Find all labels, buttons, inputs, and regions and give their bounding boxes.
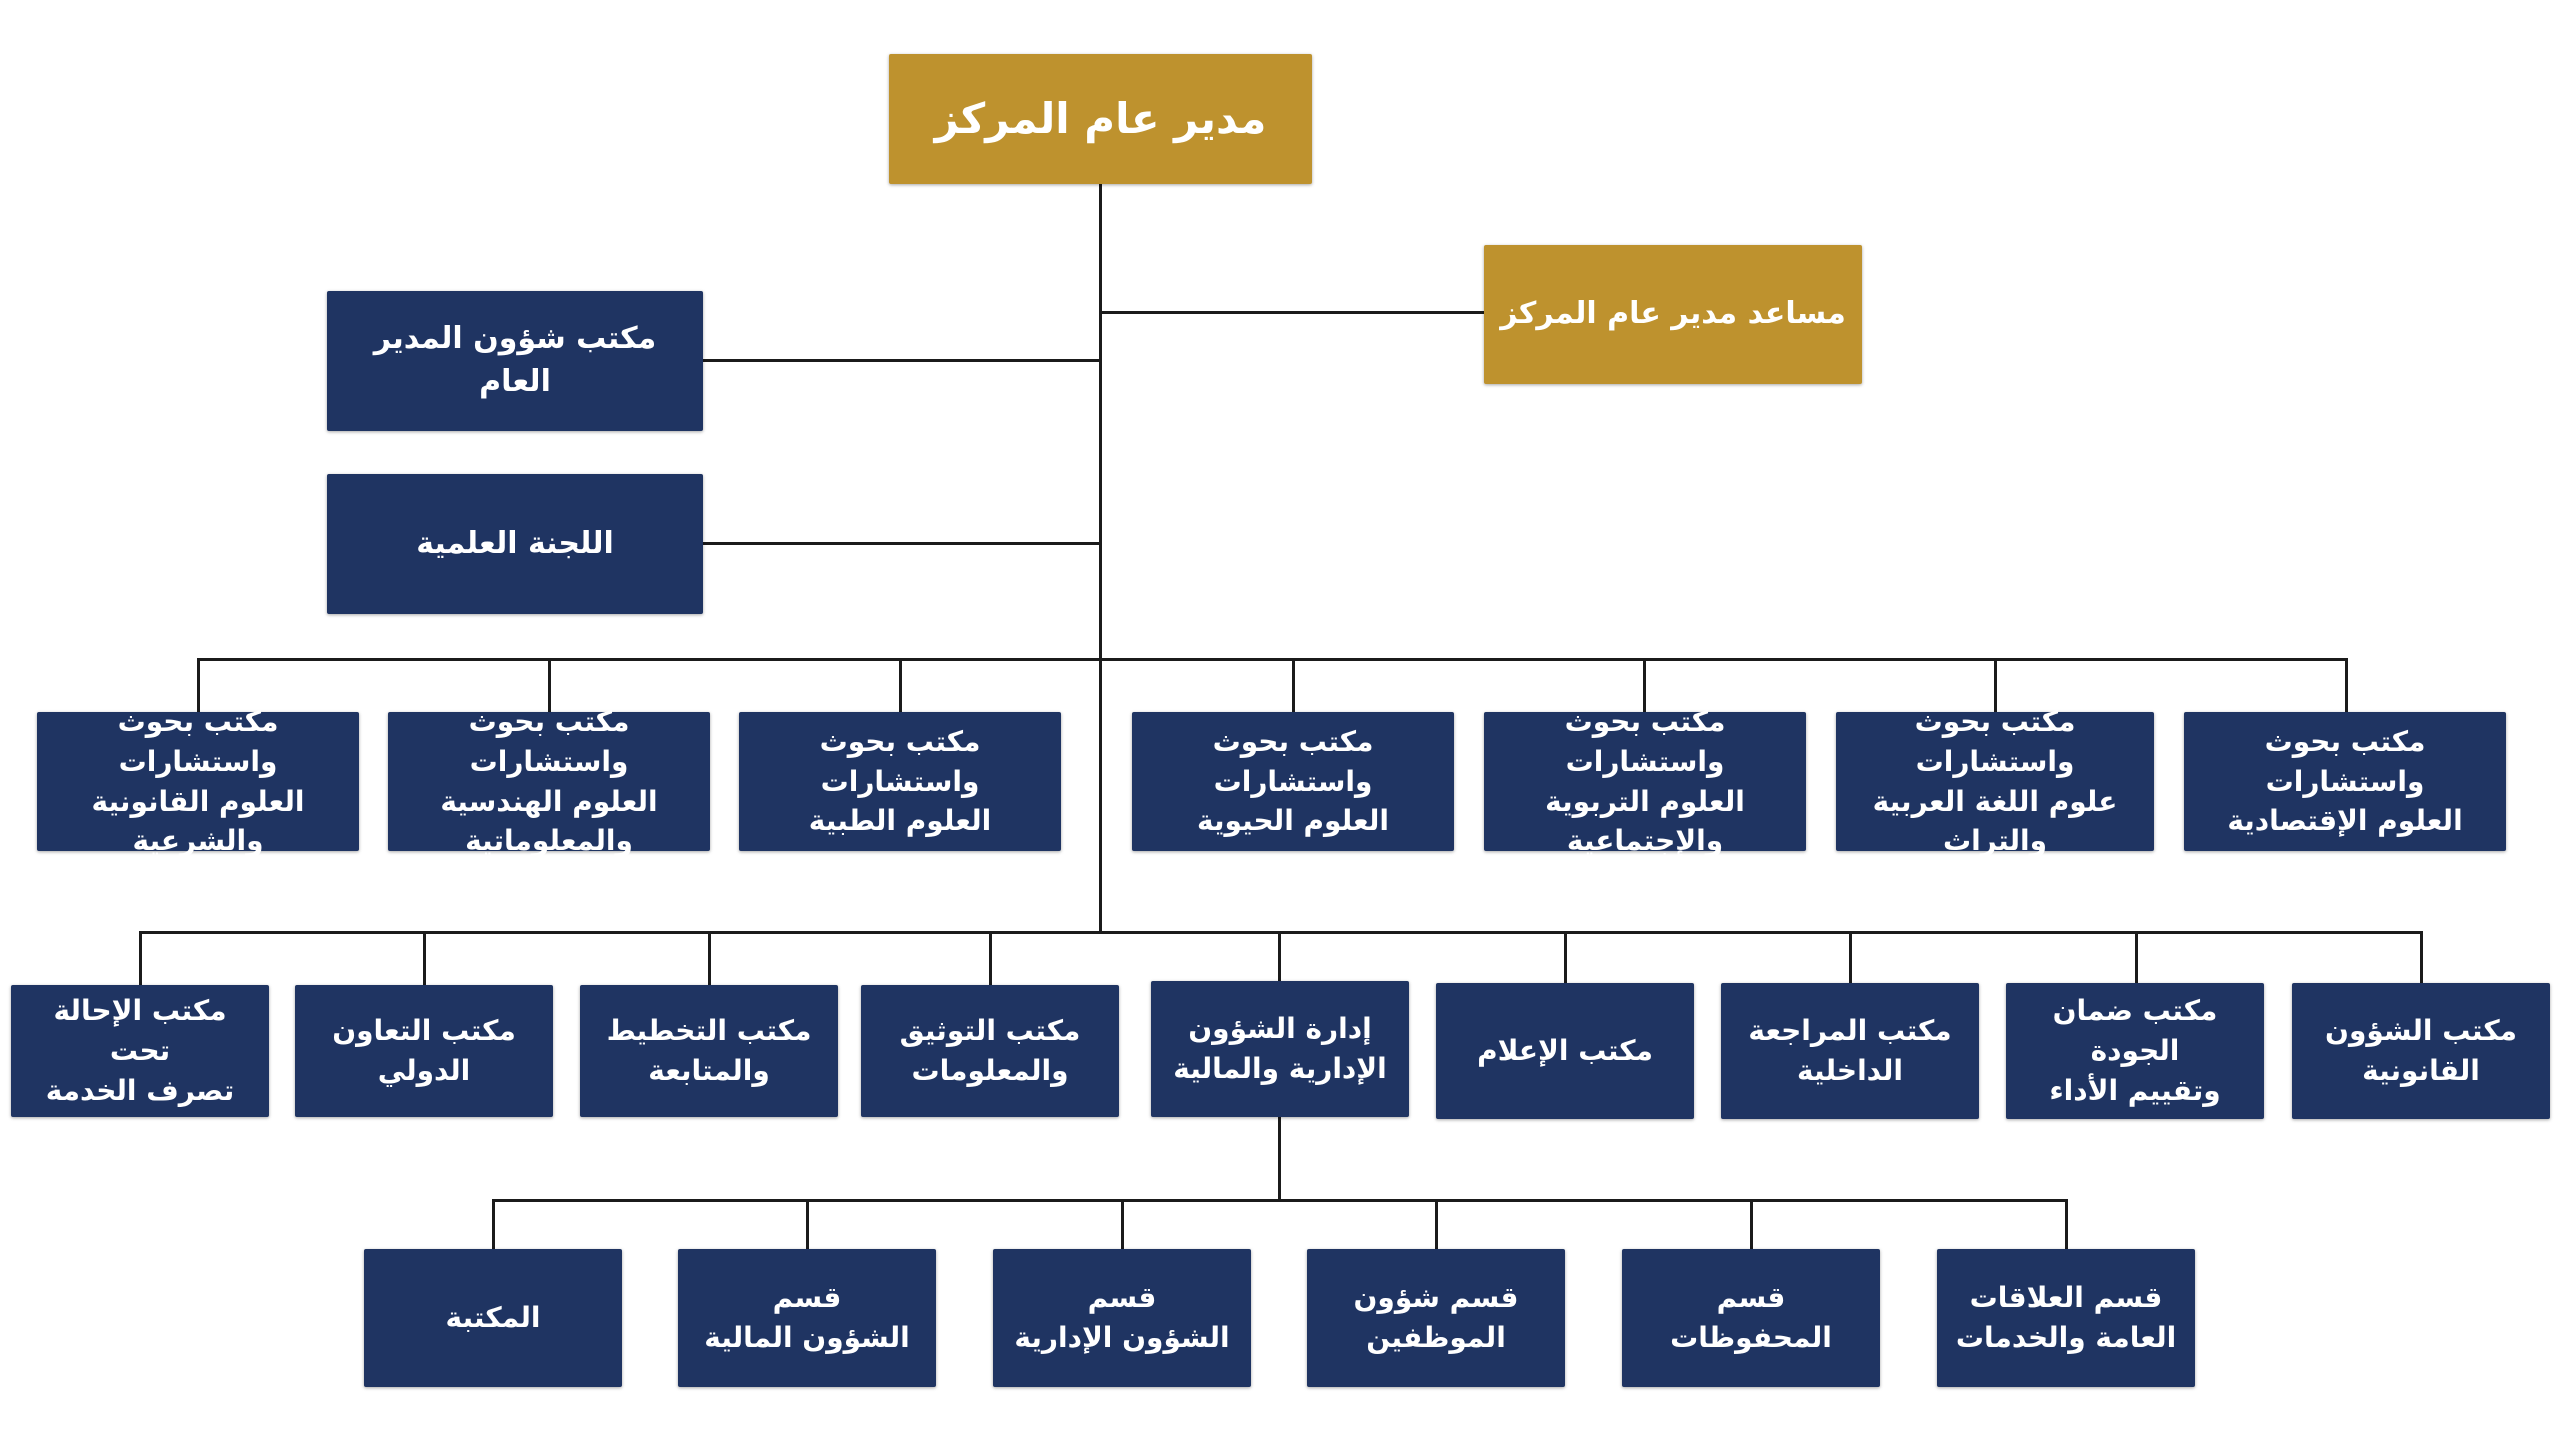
connector-main-trunk [1099, 184, 1102, 932]
assistant-director-label: مساعد مدير عام المركز [1500, 296, 1846, 332]
office-label: مكتب التعاون الدولي [332, 1014, 516, 1087]
research-office-law-sharia: مكتب بحوث واستشارات العلوم القانونية وال… [37, 705, 359, 857]
connector-research-drop [197, 658, 200, 712]
connector-section-drop [1121, 1199, 1124, 1249]
connector-research-drop [1292, 658, 1295, 712]
office-label: مكتب التوثيق والمعلومات [899, 1014, 1081, 1087]
office-documentation: مكتب التوثيق والمعلومات [861, 985, 1119, 1117]
office-label: مكتب الإحالة تحت تصرف الخدمة [45, 994, 235, 1107]
research-office-label: مكتب بحوث واستشارات العلوم القانونية وال… [91, 705, 305, 858]
connector-section-drop [806, 1199, 809, 1249]
section-public-relations: قسم العلاقات العامة والخدمات [1937, 1249, 2195, 1387]
office-label: إدارة الشؤون الإدارية والمالية [1173, 1012, 1387, 1085]
office-label: مكتب التخطيط والمتابعة [606, 1014, 812, 1087]
office-quality-assurance: مكتب ضمان الجودة وتقييم الأداء [2006, 983, 2264, 1119]
connector-committee [703, 542, 1101, 545]
research-office-medical: مكتب بحوث واستشارات العلوم الطبية [739, 712, 1061, 851]
connector-admin-drop [989, 931, 992, 985]
office-label: مكتب ضمان الجودة وتقييم الأداء [2049, 994, 2221, 1107]
connector-admin-bar [139, 931, 2423, 934]
connector-gm-office [703, 359, 1101, 362]
director-general-box: مدير عام المركز [889, 54, 1312, 184]
office-referral: مكتب الإحالة تحت تصرف الخدمة [11, 985, 269, 1117]
assistant-director-box: مساعد مدير عام المركز [1484, 245, 1862, 384]
connector-research-drop [1643, 658, 1646, 712]
director-general-label: مدير عام المركز [934, 94, 1267, 144]
connector-section-drop [492, 1199, 495, 1249]
connector-admin-drop [1278, 931, 1281, 981]
research-office-label: مكتب بحوث واستشارات العلوم الإقتصادية [2227, 724, 2463, 838]
section-administrative: قسم الشؤون الإدارية [993, 1249, 1251, 1387]
office-media: مكتب الإعلام [1436, 983, 1694, 1119]
section-label: قسم الشؤون المالية [704, 1281, 910, 1354]
connector-section-drop [1750, 1199, 1753, 1249]
connector-section-drop [1435, 1199, 1438, 1249]
scientific-committee-label: اللجنة العلمية [416, 525, 614, 561]
section-label: قسم العلاقات العامة والخدمات [1955, 1281, 2177, 1354]
section-library: المكتبة [364, 1249, 622, 1387]
connector-sections-bar [492, 1199, 2068, 1202]
connector-research-drop [548, 658, 551, 712]
gm-affairs-office-box: مكتب شؤون المدير العام [327, 291, 703, 431]
connector-research-drop [899, 658, 902, 712]
connector-research-drop [2345, 658, 2348, 712]
connector-sections-trunk [1278, 1117, 1281, 1201]
connector-section-drop [2065, 1199, 2068, 1249]
office-label: مكتب المراجعة الداخلية [1748, 1014, 1952, 1087]
research-office-label: مكتب بحوث واستشارات العلوم الطبية [808, 724, 992, 838]
section-label: المكتبة [445, 1301, 541, 1335]
connector-admin-drop [2420, 931, 2423, 983]
connector-admin-drop [708, 931, 711, 985]
dept-admin-finance: إدارة الشؤون الإدارية والمالية [1151, 981, 1409, 1117]
section-archives: قسم المحفوظات [1622, 1249, 1880, 1387]
connector-admin-drop [2135, 931, 2138, 983]
office-planning: مكتب التخطيط والمتابعة [580, 985, 838, 1117]
research-office-engineering-it: مكتب بحوث واستشارات العلوم الهندسية والم… [388, 705, 710, 857]
office-label: مكتب الإعلام [1477, 1034, 1653, 1068]
connector-admin-drop [1564, 931, 1567, 983]
office-legal-affairs: مكتب الشؤون القانونية [2292, 983, 2550, 1119]
connector-research-bar [197, 658, 2347, 661]
research-office-label: مكتب بحوث واستشارات العلوم التربوية والإ… [1545, 705, 1745, 858]
section-label: قسم الشؤون الإدارية [1014, 1281, 1230, 1354]
research-office-education-social: مكتب بحوث واستشارات العلوم التربوية والإ… [1484, 705, 1806, 857]
connector-admin-drop [423, 931, 426, 985]
office-internal-audit: مكتب المراجعة الداخلية [1721, 983, 1979, 1119]
section-financial: قسم الشؤون المالية [678, 1249, 936, 1387]
gm-affairs-office-label: مكتب شؤون المدير العام [373, 321, 657, 399]
office-international-cooperation: مكتب التعاون الدولي [295, 985, 553, 1117]
research-office-economics: مكتب بحوث واستشارات العلوم الإقتصادية [2184, 712, 2506, 851]
connector-assistant [1101, 311, 1484, 314]
section-label: قسم شؤون الموظفين [1353, 1281, 1519, 1354]
section-personnel: قسم شؤون الموظفين [1307, 1249, 1565, 1387]
research-office-arabic-heritage: مكتب بحوث واستشارات علوم اللغة العربية و… [1836, 705, 2154, 857]
section-label: قسم المحفوظات [1670, 1281, 1832, 1354]
research-office-label: مكتب بحوث واستشارات العلوم الحيوية [1197, 724, 1389, 838]
connector-admin-drop [1849, 931, 1852, 983]
office-label: مكتب الشؤون القانونية [2325, 1014, 2517, 1087]
research-office-biology: مكتب بحوث واستشارات العلوم الحيوية [1132, 712, 1454, 851]
research-office-label: مكتب بحوث واستشارات العلوم الهندسية والم… [440, 705, 658, 858]
connector-research-drop [1994, 658, 1997, 712]
research-office-label: مكتب بحوث واستشارات علوم اللغة العربية و… [1872, 705, 2118, 858]
scientific-committee-box: اللجنة العلمية [327, 474, 703, 614]
connector-admin-drop [139, 931, 142, 985]
